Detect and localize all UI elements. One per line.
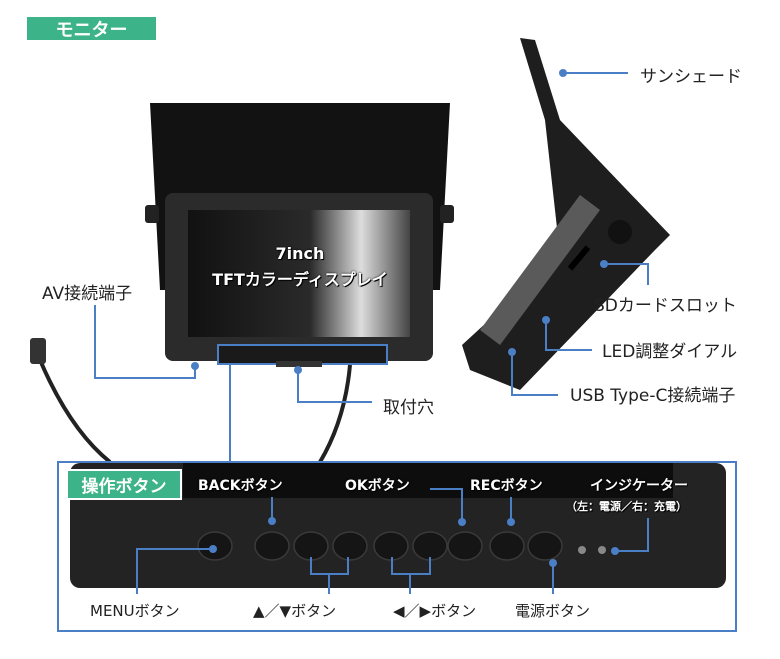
indicator-note: （左：電源／右：充電） (566, 500, 687, 513)
buttons-panel-title: 操作ボタン (66, 469, 182, 500)
up-down-button-label: ▲／▼ボタン (253, 602, 337, 620)
button-panel-image (70, 463, 726, 588)
usb-port-label: USB Type-C接続端子 (570, 386, 736, 406)
cable (318, 364, 352, 464)
power-led (578, 546, 586, 554)
display-type-label: TFTカラーディスプレイ (212, 270, 388, 289)
display-screen (188, 210, 410, 337)
av-connector (30, 338, 46, 364)
up-button (293, 531, 329, 561)
menu-button-label: MENUボタン (90, 602, 180, 620)
av-port-label: AV接続端子 (42, 284, 133, 304)
left-button (373, 531, 409, 561)
down-button (332, 531, 368, 561)
sd-slot-label: SDカードスロット (594, 296, 737, 316)
back-button (254, 531, 290, 561)
leader-lines (94, 72, 649, 594)
front-monitor-image (30, 103, 454, 464)
left-right-button-label: ◀／▶ボタン (393, 602, 477, 620)
power-button (527, 531, 563, 561)
ok-button-label: OKボタン (345, 478, 410, 494)
button-panel-frame (57, 461, 737, 632)
rec-button-label: RECボタン (470, 478, 543, 494)
sunshade-label: サンシェード (640, 67, 742, 87)
right-button (412, 531, 448, 561)
display-size-label: 7inch (275, 244, 325, 263)
charge-led (598, 546, 606, 554)
ok-button (447, 531, 483, 561)
section-title: モニター (27, 17, 156, 41)
side-monitor-image (462, 38, 670, 390)
power-button-label: 電源ボタン (515, 602, 591, 620)
back-button-label: BACKボタン (198, 478, 283, 494)
rec-button (489, 531, 525, 561)
indicator-label: インジケーター (590, 478, 688, 494)
led-dial-label: LED調整ダイアル (602, 342, 738, 362)
mount-hole-label: 取付穴 (383, 398, 434, 418)
